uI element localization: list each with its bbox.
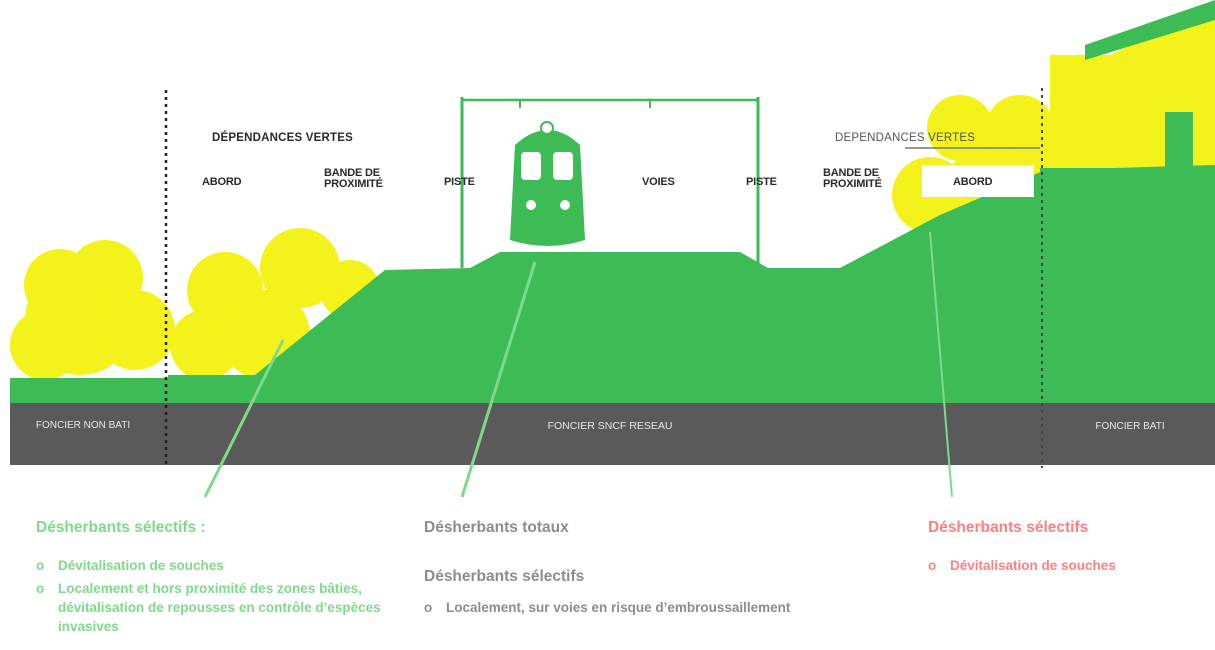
right-bande-label: BANDE DE PROXIMITÉ [823, 167, 882, 190]
embankment [10, 165, 1215, 405]
left-tree [10, 240, 175, 380]
land-band [10, 403, 1215, 465]
right-header-label: DEPENDANCES VERTES [835, 132, 976, 144]
center-treatment-title-total: Désherbants totaux [424, 519, 569, 536]
left-bande-label: BANDE DE PROXIMITÉ [324, 167, 383, 190]
right-abord-box [922, 165, 1034, 197]
pointer-lines [203, 261, 537, 498]
train-icon [510, 121, 585, 246]
left-treatment-title: Désherbants sélectifs : [36, 519, 206, 536]
house [1050, 0, 1215, 170]
right-abord-label: ABORD [953, 176, 993, 188]
right-piste-label: PISTE [746, 176, 777, 188]
left-abord-label: ABORD [202, 176, 242, 188]
catenary [460, 97, 760, 268]
right-ground-mass [1040, 168, 1215, 408]
land-center-label: FONCIER SNCF RESEAU [547, 420, 673, 432]
pointer-line-right [929, 231, 953, 498]
land-right-label: FONCIER BATI [1095, 421, 1165, 432]
center-treatment-title-selective: Désherbants sélectifs [424, 568, 585, 585]
left-piste-label: PISTE [444, 176, 475, 188]
right-treatment-title: Désherbants sélectifs [928, 519, 1089, 536]
voies-label: VOIES [642, 176, 675, 188]
left-header-label: DÉPENDANCES VERTES [212, 132, 353, 144]
land-left-label: FONCIER NON BATI [35, 420, 131, 431]
